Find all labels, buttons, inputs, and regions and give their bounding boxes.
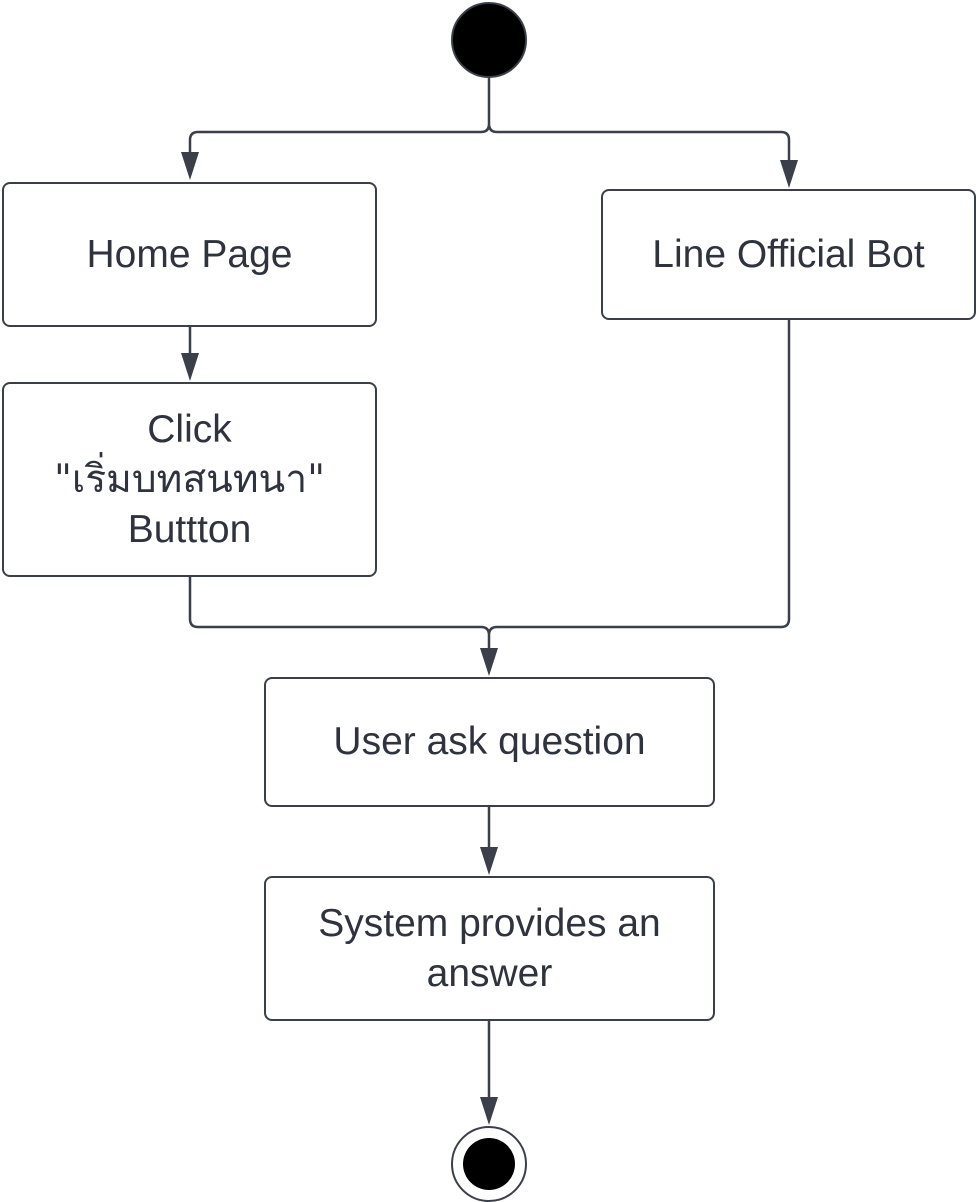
initial-node: [451, 2, 527, 78]
activity-click-line1: Click: [147, 407, 232, 451]
activity-user-ask-question-label: User ask question: [333, 720, 646, 763]
arrowhead-ask: [480, 648, 498, 676]
arrowhead-answer: [480, 847, 498, 875]
activity-home-page-label: Home Page: [86, 232, 293, 276]
activity-click-line3: Buttton: [127, 507, 252, 551]
activity-system-answer: System provides an answer: [264, 876, 715, 1021]
activity-system-answer-line2: answer: [426, 951, 553, 995]
activity-line-official-bot-label: Line Official Bot: [652, 232, 925, 276]
activity-click-line2: "เริ่มบทสนทนา": [53, 456, 326, 502]
edge-start-to-branches: [188, 77, 791, 176]
activity-user-ask-question: User ask question: [264, 677, 715, 807]
activity-click-button: Click "เริ่มบทสนทนา" Buttton: [2, 382, 377, 577]
activity-home-page: Home Page: [2, 182, 377, 327]
arrowhead-home: [181, 152, 199, 180]
arrowhead-click: [181, 353, 199, 381]
edge-merge-to-ask: [188, 320, 791, 662]
final-node-core: [463, 1138, 515, 1190]
activity-system-answer-line1: System provides an: [318, 901, 661, 945]
arrowhead-line: [780, 160, 798, 188]
activity-line-official-bot: Line Official Bot: [601, 189, 976, 320]
arrowhead-end: [480, 1097, 498, 1125]
